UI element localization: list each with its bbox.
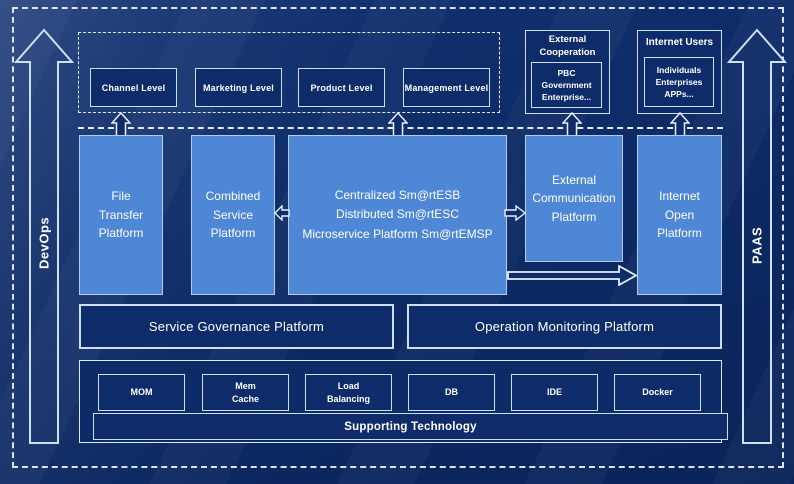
internet-users-box: Internet Users Individuals Enterprises A… — [637, 30, 722, 114]
flow-right-arrow-icon — [504, 205, 526, 221]
mem-cache-label: Mem Cache — [231, 381, 259, 404]
paas-rail-label: PAAS — [749, 226, 765, 264]
supporting-technology-bar: Supporting Technology — [93, 413, 728, 440]
external-cooperation-title: External Cooperation — [539, 34, 596, 58]
product-level-box: Product Level — [298, 68, 385, 107]
external-cooperation-box: External Cooperation PBC Government Ente… — [525, 30, 610, 114]
mom-label: MOM — [130, 387, 153, 398]
external-communication-platform-label: External Communication Platform — [532, 172, 616, 224]
flow-long-right-arrow-icon — [507, 265, 638, 286]
ide-box: IDE — [511, 374, 598, 411]
internet-open-platform-box: Internet Open Platform — [637, 135, 722, 295]
file-transfer-platform-label: File Transfer Platform — [98, 189, 144, 241]
marketing-level-label: Marketing Level — [202, 82, 275, 93]
external-communication-platform-box: External Communication Platform — [525, 135, 623, 262]
management-level-box: Management Level — [403, 68, 490, 107]
operation-monitoring-platform-box: Operation Monitoring Platform — [407, 304, 722, 349]
load-balancing-label: Load Balancing — [326, 381, 370, 404]
internet-users-members: Individuals Enterprises APPs... — [644, 57, 714, 107]
devops-up-arrow-icon — [14, 28, 74, 444]
flow-left-arrow-icon — [274, 205, 290, 221]
mem-cache-box: Mem Cache — [202, 374, 289, 411]
operation-monitoring-platform-label: Operation Monitoring Platform — [474, 319, 655, 334]
service-governance-platform-label: Service Governance Platform — [148, 319, 325, 334]
supporting-technology-label: Supporting Technology — [344, 420, 477, 433]
paas-up-arrow-icon — [727, 28, 787, 444]
product-level-label: Product Level — [310, 82, 373, 93]
internet-users-title: Internet Users — [645, 37, 714, 48]
mom-box: MOM — [98, 374, 185, 411]
marketing-level-box: Marketing Level — [195, 68, 282, 107]
ide-label: IDE — [546, 387, 562, 398]
levels-dashed-container — [78, 32, 500, 113]
db-label: DB — [445, 387, 458, 398]
central-esb-platform-box: Centralized Sm@rtESB Distributed Sm@rtES… — [288, 135, 507, 295]
load-balancing-box: Load Balancing — [305, 374, 392, 411]
internet-open-platform-label: Internet Open Platform — [657, 189, 702, 241]
combined-service-platform-label: Combined Service Platform — [205, 189, 261, 241]
channel-level-label: Channel Level — [101, 82, 166, 93]
devops-rail-label: DevOps — [36, 216, 52, 270]
docker-box: Docker — [614, 374, 701, 411]
channel-level-box: Channel Level — [90, 68, 177, 107]
service-governance-platform-box: Service Governance Platform — [79, 304, 394, 349]
central-esb-platform-label: Centralized Sm@rtESB Distributed Sm@rtES… — [302, 188, 493, 241]
db-box: DB — [408, 374, 495, 411]
combined-service-platform-box: Combined Service Platform — [191, 135, 275, 295]
docker-label: Docker — [642, 387, 673, 398]
outer-dashed-frame — [12, 7, 784, 468]
external-cooperation-members: PBC Government Enterprise... — [531, 62, 602, 108]
management-level-label: Management Level — [404, 82, 489, 93]
file-transfer-platform-box: File Transfer Platform — [79, 135, 163, 295]
